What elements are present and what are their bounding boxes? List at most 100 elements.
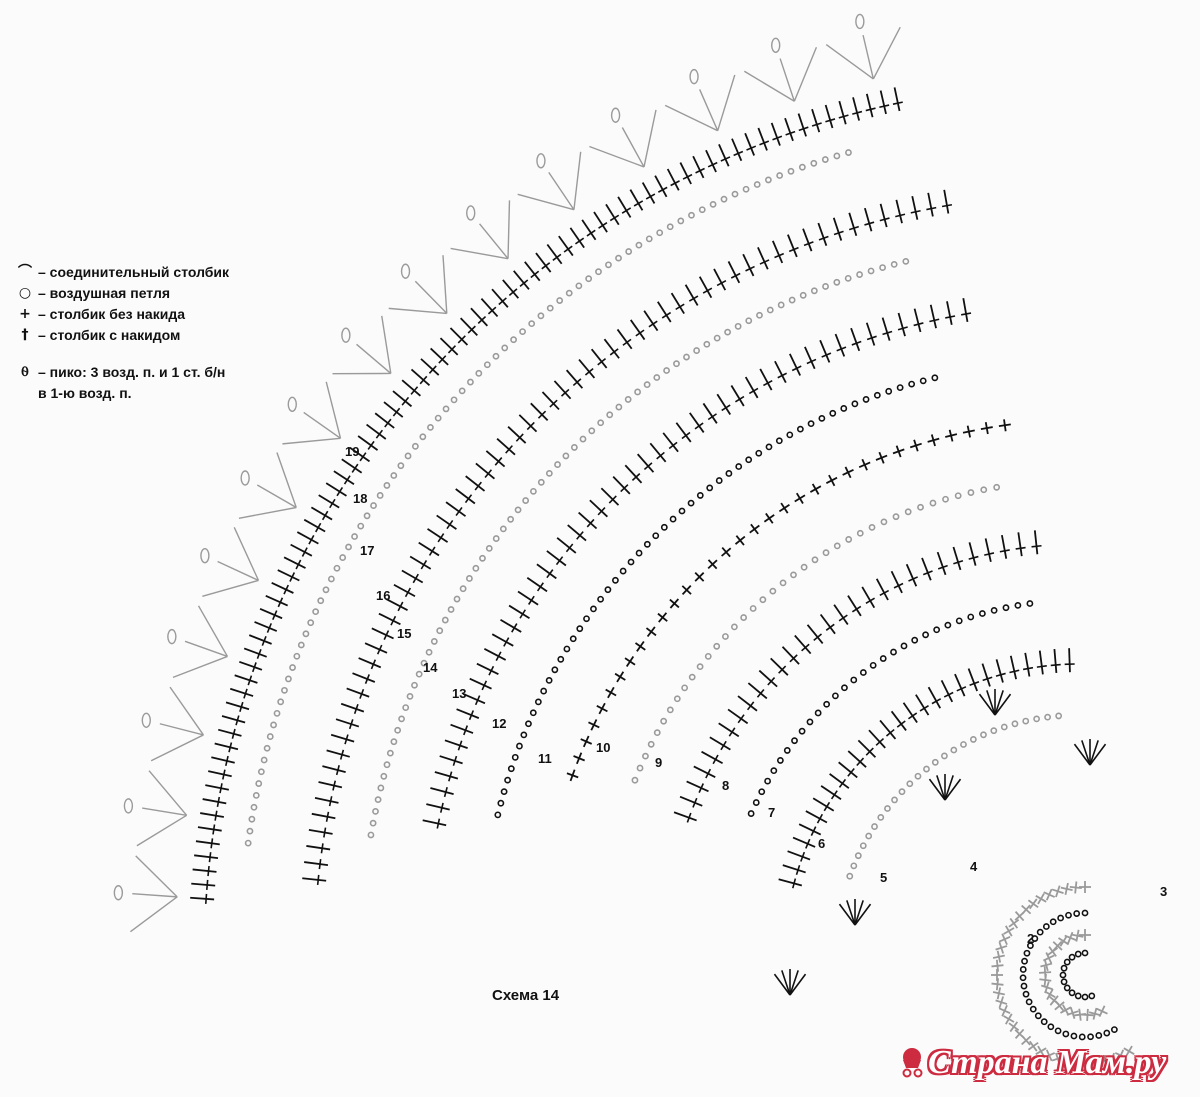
double-crochet-stitch — [895, 199, 906, 224]
chain-stitch — [693, 347, 701, 354]
stitch-stroke — [190, 896, 215, 901]
chain-stitch — [266, 733, 274, 740]
chain-stitch — [529, 709, 537, 717]
chain-stitch — [585, 275, 593, 283]
double-crochet-stitch — [465, 475, 486, 492]
stitch-stroke — [744, 132, 755, 156]
single-crochet-stitch — [1081, 1008, 1094, 1021]
fan-spoke — [944, 775, 954, 801]
chain-stitch — [770, 767, 778, 775]
chain-stitch — [669, 515, 677, 523]
stitch-stroke — [469, 677, 492, 690]
chain-stitch — [415, 670, 423, 678]
double-crochet-stitch — [600, 487, 620, 506]
double-crochet-stitch — [921, 557, 933, 581]
chain-stitch — [791, 737, 798, 745]
single-crochet-stitch — [1027, 898, 1039, 910]
double-crochet-stitch — [311, 811, 336, 822]
picot-fan — [664, 68, 736, 132]
chain-stitch — [1055, 712, 1063, 720]
stitch-stroke — [508, 604, 530, 619]
chain-stitch — [406, 692, 414, 700]
double-crochet-stitch — [229, 687, 254, 699]
stitch-stroke — [235, 715, 240, 726]
single-crochet-stitch — [858, 458, 871, 471]
double-crochet-stitch — [936, 551, 948, 576]
stitch-stroke — [926, 206, 937, 211]
chain-stitch — [829, 409, 837, 417]
chain-stitch — [832, 692, 839, 700]
chain-stitch — [660, 717, 668, 725]
stitch-stroke — [866, 335, 877, 341]
double-crochet-stitch — [326, 749, 350, 760]
stitch-stroke — [265, 594, 289, 607]
chain-stitch — [884, 805, 891, 812]
stitch-stroke — [980, 426, 993, 431]
stitch-stroke — [646, 626, 656, 638]
stitch-stroke — [1081, 1013, 1094, 1017]
stitch-stroke — [484, 469, 493, 478]
stitch-stroke — [243, 647, 267, 658]
chain-stitch — [735, 463, 743, 470]
chain-stitch — [898, 788, 906, 796]
stitch-stroke — [830, 790, 838, 800]
stitch-stroke — [409, 555, 432, 570]
stitch-stroke — [927, 437, 940, 443]
stitch-stroke — [984, 552, 995, 556]
chain-stitch — [929, 499, 937, 507]
chain-stitch — [647, 740, 655, 748]
stitch-stroke — [346, 687, 370, 698]
double-crochet-stitch — [340, 702, 365, 714]
fan-spoke — [136, 814, 188, 847]
stitch-stroke — [1050, 663, 1061, 667]
stitch-stroke — [865, 747, 874, 756]
stitch-stroke — [436, 514, 457, 530]
double-crochet-stitch — [1050, 648, 1061, 674]
stitch-stroke — [952, 546, 962, 571]
stitch-stroke — [731, 138, 743, 162]
picot-loop — [466, 205, 476, 221]
stitch-stroke — [1071, 933, 1084, 938]
double-crochet-stitch — [513, 270, 530, 290]
stitch-stroke — [929, 304, 937, 329]
stitch-stroke — [686, 812, 692, 823]
chain-stitch — [635, 241, 643, 249]
stitch-stroke — [335, 765, 340, 776]
chain-stitch — [764, 777, 772, 785]
double-crochet-stitch — [967, 668, 980, 692]
single-crochet-stitch — [1051, 885, 1064, 898]
stitch-stroke — [518, 414, 538, 433]
double-crochet-stitch — [926, 192, 937, 217]
double-crochet-icon: † — [21, 327, 29, 343]
stitch-stroke — [636, 641, 645, 652]
double-crochet-stitch — [881, 317, 893, 341]
double-crochet-stitch — [879, 203, 890, 228]
double-crochet-stitch — [318, 780, 343, 791]
stitch-stroke — [383, 630, 390, 640]
double-crochet-stitch — [194, 852, 219, 863]
chain-stitch — [666, 223, 674, 231]
picot-icon: ⍬ — [20, 364, 30, 380]
double-crochet-stitch — [259, 607, 283, 621]
single-crochet-stitch — [1058, 935, 1070, 947]
stitch-stroke — [277, 597, 284, 608]
picot-loop — [167, 628, 177, 645]
chain-stitch — [980, 486, 988, 494]
chain-stitch — [636, 764, 644, 772]
stitch-stroke — [908, 712, 918, 720]
stitch-stroke — [496, 438, 516, 456]
stitch-stroke — [553, 380, 572, 400]
chain-stitch — [606, 411, 614, 419]
stitch-stroke — [657, 186, 668, 193]
stitch-stroke — [767, 677, 776, 686]
double-crochet-stitch — [742, 253, 755, 277]
stitch-stroke — [191, 882, 216, 887]
double-crochet-stitch — [191, 879, 216, 891]
chain-stitch — [1063, 984, 1071, 992]
stitch-stroke — [806, 358, 817, 365]
stitch-stroke — [996, 950, 1002, 963]
chain-stitch — [507, 515, 515, 523]
stitch-stroke — [366, 423, 387, 440]
double-crochet-stitch — [689, 412, 705, 433]
chain-stitch — [709, 200, 717, 208]
